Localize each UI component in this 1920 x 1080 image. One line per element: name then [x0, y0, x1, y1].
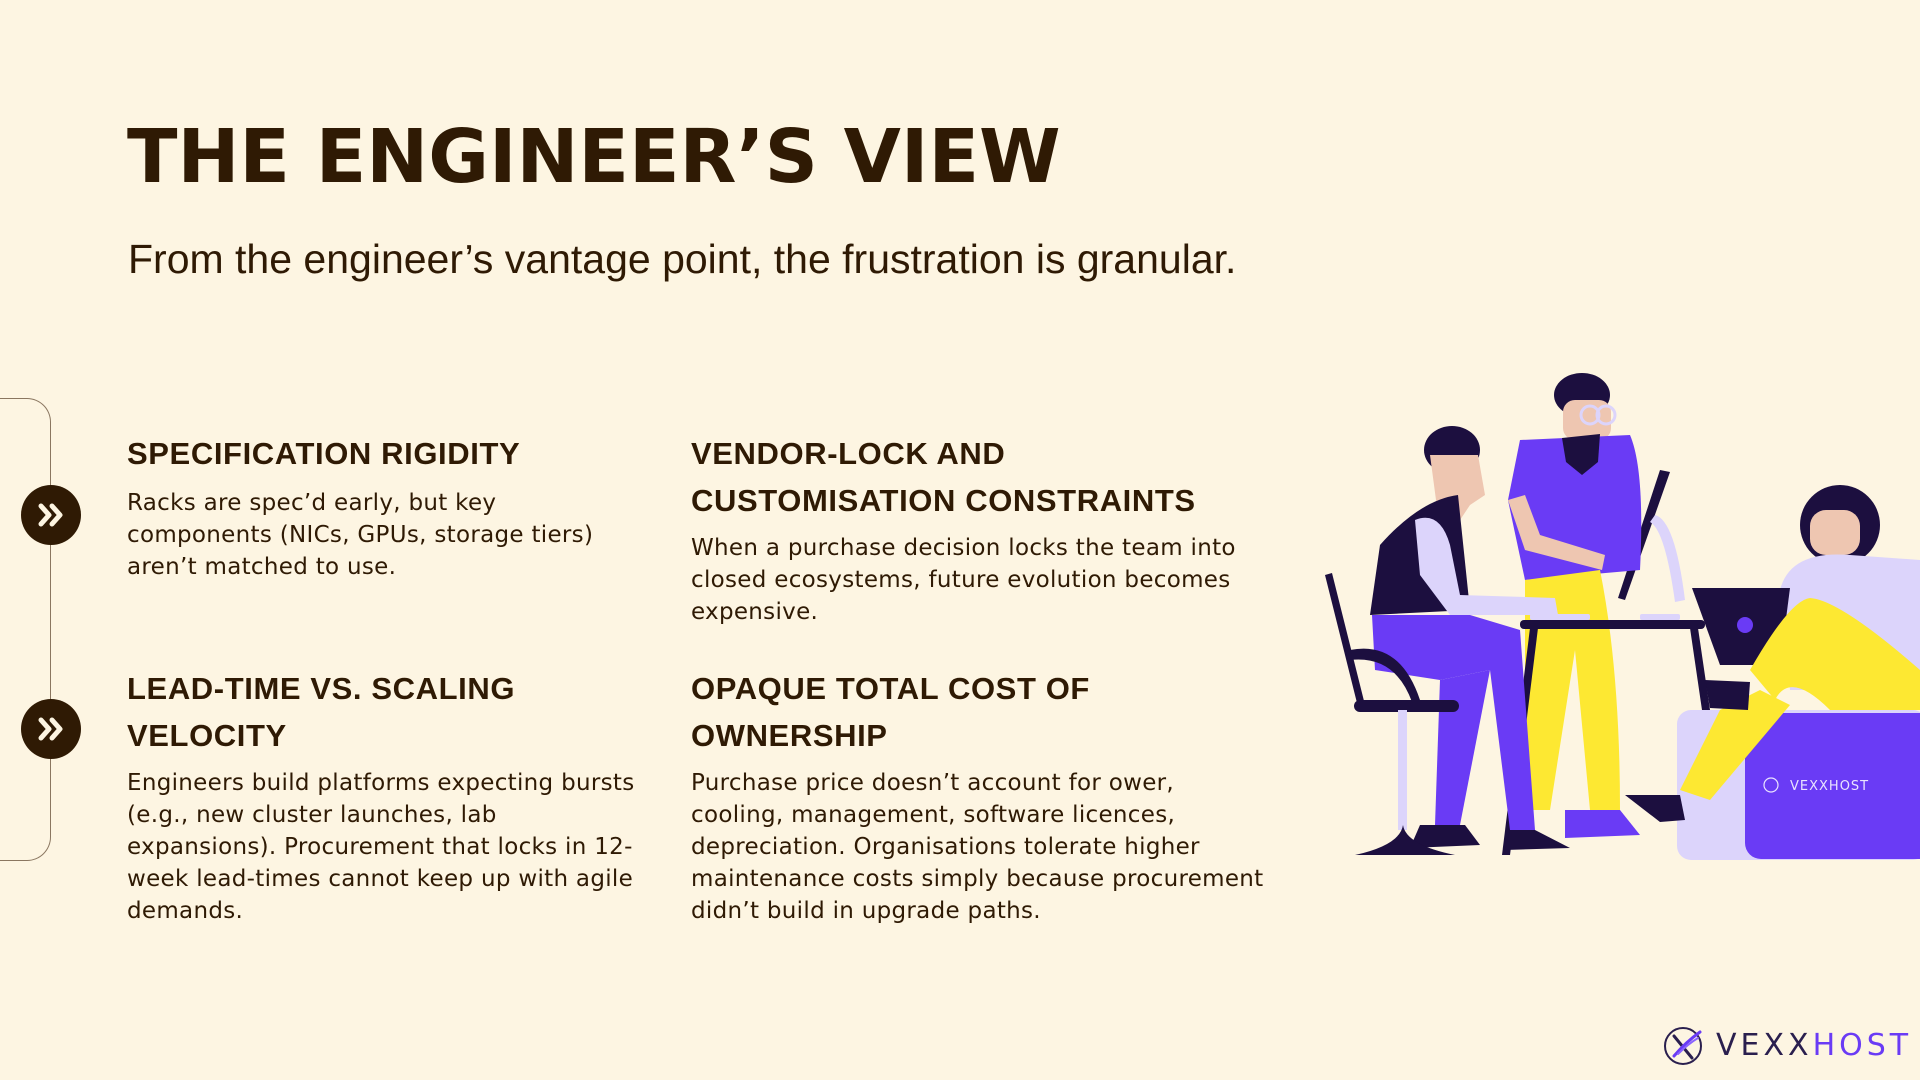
card-lead-time: LEAD-TIME VS. SCALING VELOCITY Engineers… — [127, 665, 647, 927]
card-body: Purchase price doesn’t account for ower,… — [691, 770, 1264, 924]
vexxhost-logo-icon — [1664, 1027, 1702, 1065]
card-heading: OPAQUE TOTAL COST OF OWNERSHIP — [691, 671, 1090, 753]
bracket-line — [0, 398, 51, 861]
card-heading: VENDOR-LOCK AND CUSTOMISATION CONSTRAINT… — [691, 436, 1196, 518]
card-body: Racks are spec’d early, but key componen… — [127, 490, 594, 580]
card-heading: LEAD-TIME VS. SCALING VELOCITY — [127, 671, 516, 753]
card-opaque-tco: OPAQUE TOTAL COST OF OWNERSHIP Purchase … — [691, 665, 1291, 927]
page-subtitle: From the engineer’s vantage point, the f… — [128, 236, 1237, 282]
card-specification-rigidity: SPECIFICATION RIGIDITY Racks are spec’d … — [127, 430, 647, 583]
card-body: When a purchase decision locks the team … — [691, 535, 1236, 625]
vexxhost-logo: VEXXHOST — [1662, 1024, 1912, 1068]
card-body: Engineers build platforms expecting burs… — [127, 770, 635, 924]
team-illustration: VEXXHOST — [1325, 373, 1920, 860]
page-title: THE ENGINEER’S VIEW — [127, 114, 1061, 200]
box-brand-text: VEXXHOST — [1790, 779, 1869, 794]
vexxhost-wordmark: VEXXHOST — [1716, 1026, 1912, 1066]
card-vendor-lock: VENDOR-LOCK AND CUSTOMISATION CONSTRAINT… — [691, 430, 1331, 628]
bullet-1 — [21, 485, 81, 545]
double-chevron-right-icon — [38, 503, 63, 527]
bullet-2 — [21, 699, 81, 759]
logo-part-vexx: VEXX — [1716, 1028, 1813, 1063]
brand-box — [1745, 713, 1920, 859]
double-chevron-right-icon — [38, 717, 63, 741]
logo-part-host: HOST — [1812, 1028, 1913, 1063]
card-heading: SPECIFICATION RIGIDITY — [127, 436, 521, 471]
